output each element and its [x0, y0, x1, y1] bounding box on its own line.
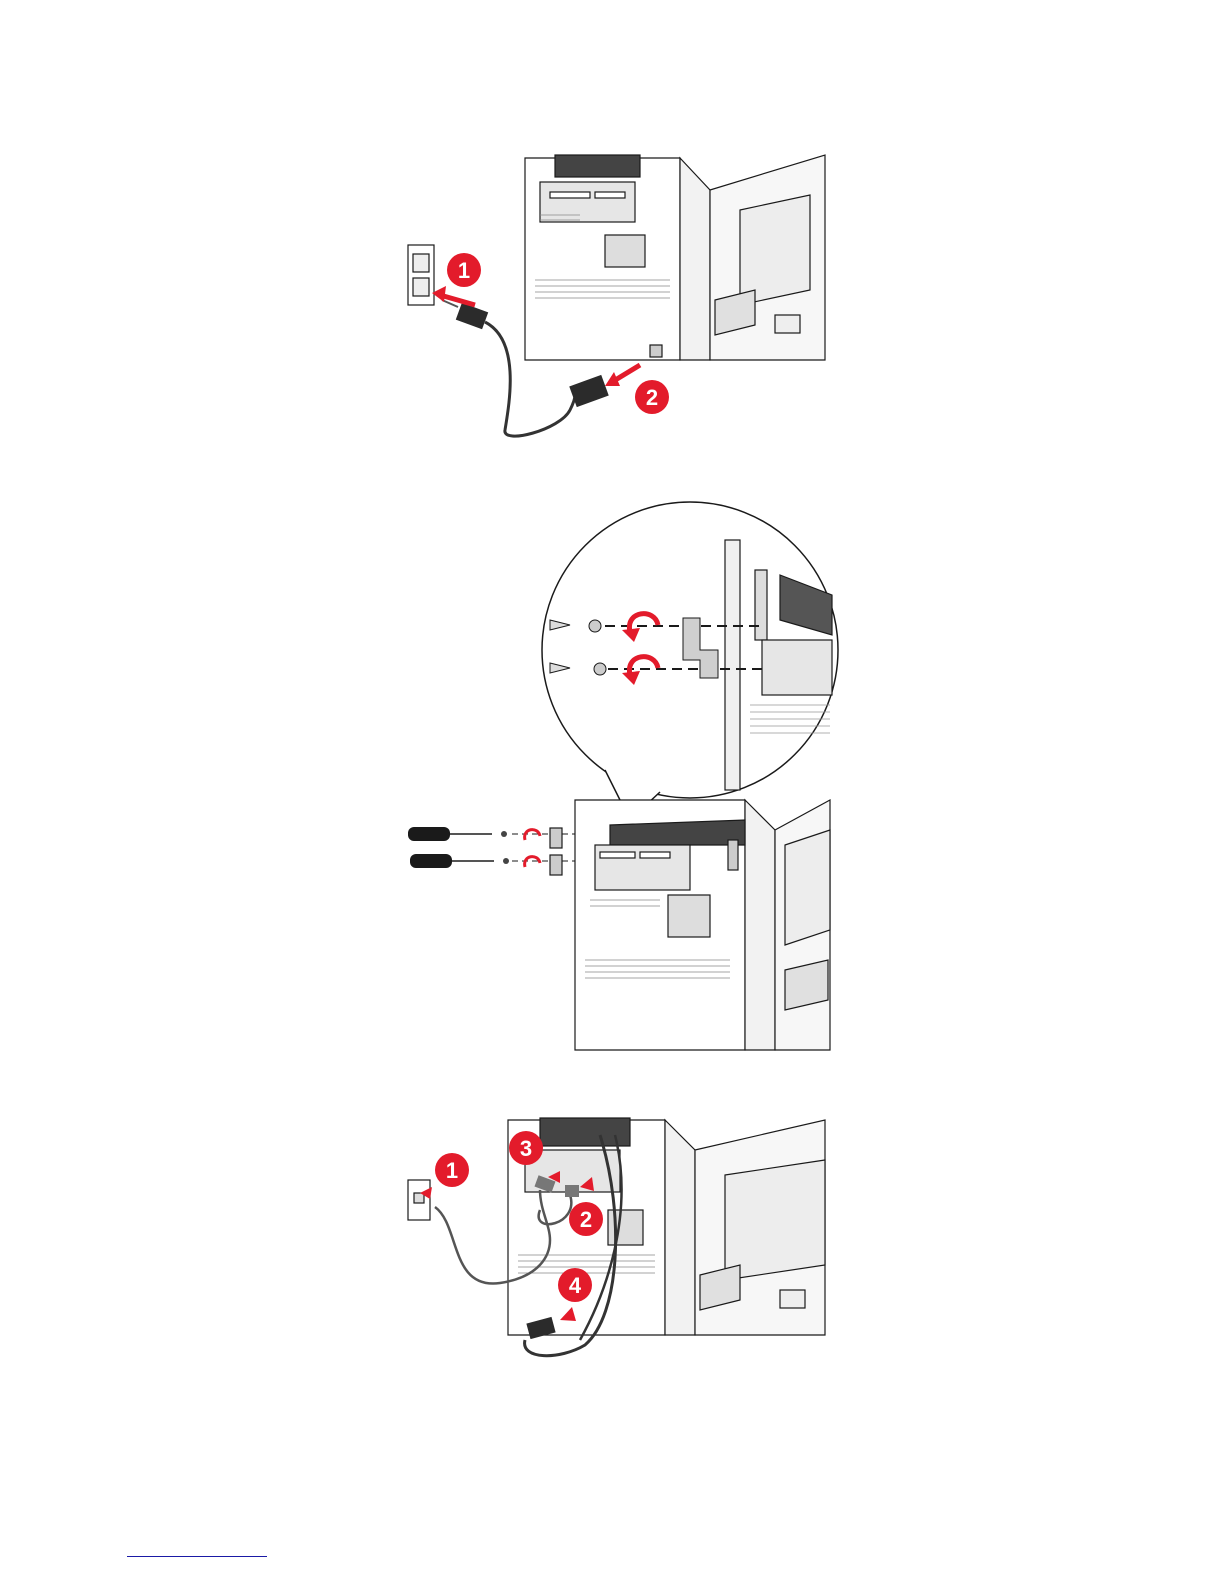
printer-rear-view — [508, 1118, 825, 1335]
printer-rear-view — [550, 800, 830, 1050]
screwdriver-top — [408, 827, 492, 841]
svg-text:4: 4 — [569, 1273, 582, 1298]
figure-3-illustration: 1 2 3 4 — [400, 1115, 840, 1365]
wall-phone-jack — [408, 1180, 430, 1220]
figure-1-illustration: 1 2 — [380, 150, 840, 450]
footer-link-underline[interactable] — [127, 1556, 267, 1557]
screw-icon — [589, 620, 601, 632]
callout-4: 4 — [558, 1268, 592, 1302]
callout-1: 1 — [447, 253, 481, 287]
svg-text:1: 1 — [446, 1158, 458, 1183]
screw-icon — [594, 663, 606, 675]
svg-text:2: 2 — [646, 385, 658, 410]
figure-connect-cables: 1 2 3 4 — [400, 1115, 840, 1365]
figure-remove-screws — [400, 500, 840, 1055]
svg-text:1: 1 — [458, 258, 470, 283]
arrow-1 — [440, 295, 475, 305]
figure-2-illustration — [400, 500, 840, 1055]
screwdriver-bottom — [410, 854, 494, 868]
wall-outlet — [408, 245, 434, 305]
printer-rear-view — [525, 155, 825, 360]
svg-text:3: 3 — [520, 1136, 532, 1161]
zoom-detail-circle — [542, 502, 838, 820]
callout-2: 2 — [569, 1202, 603, 1236]
power-connector — [569, 375, 608, 407]
callout-3: 3 — [509, 1131, 543, 1165]
callout-1: 1 — [435, 1153, 469, 1187]
callout-2: 2 — [635, 380, 669, 414]
figure-unplug-power-cord: 1 2 — [380, 150, 840, 450]
svg-text:2: 2 — [580, 1207, 592, 1232]
